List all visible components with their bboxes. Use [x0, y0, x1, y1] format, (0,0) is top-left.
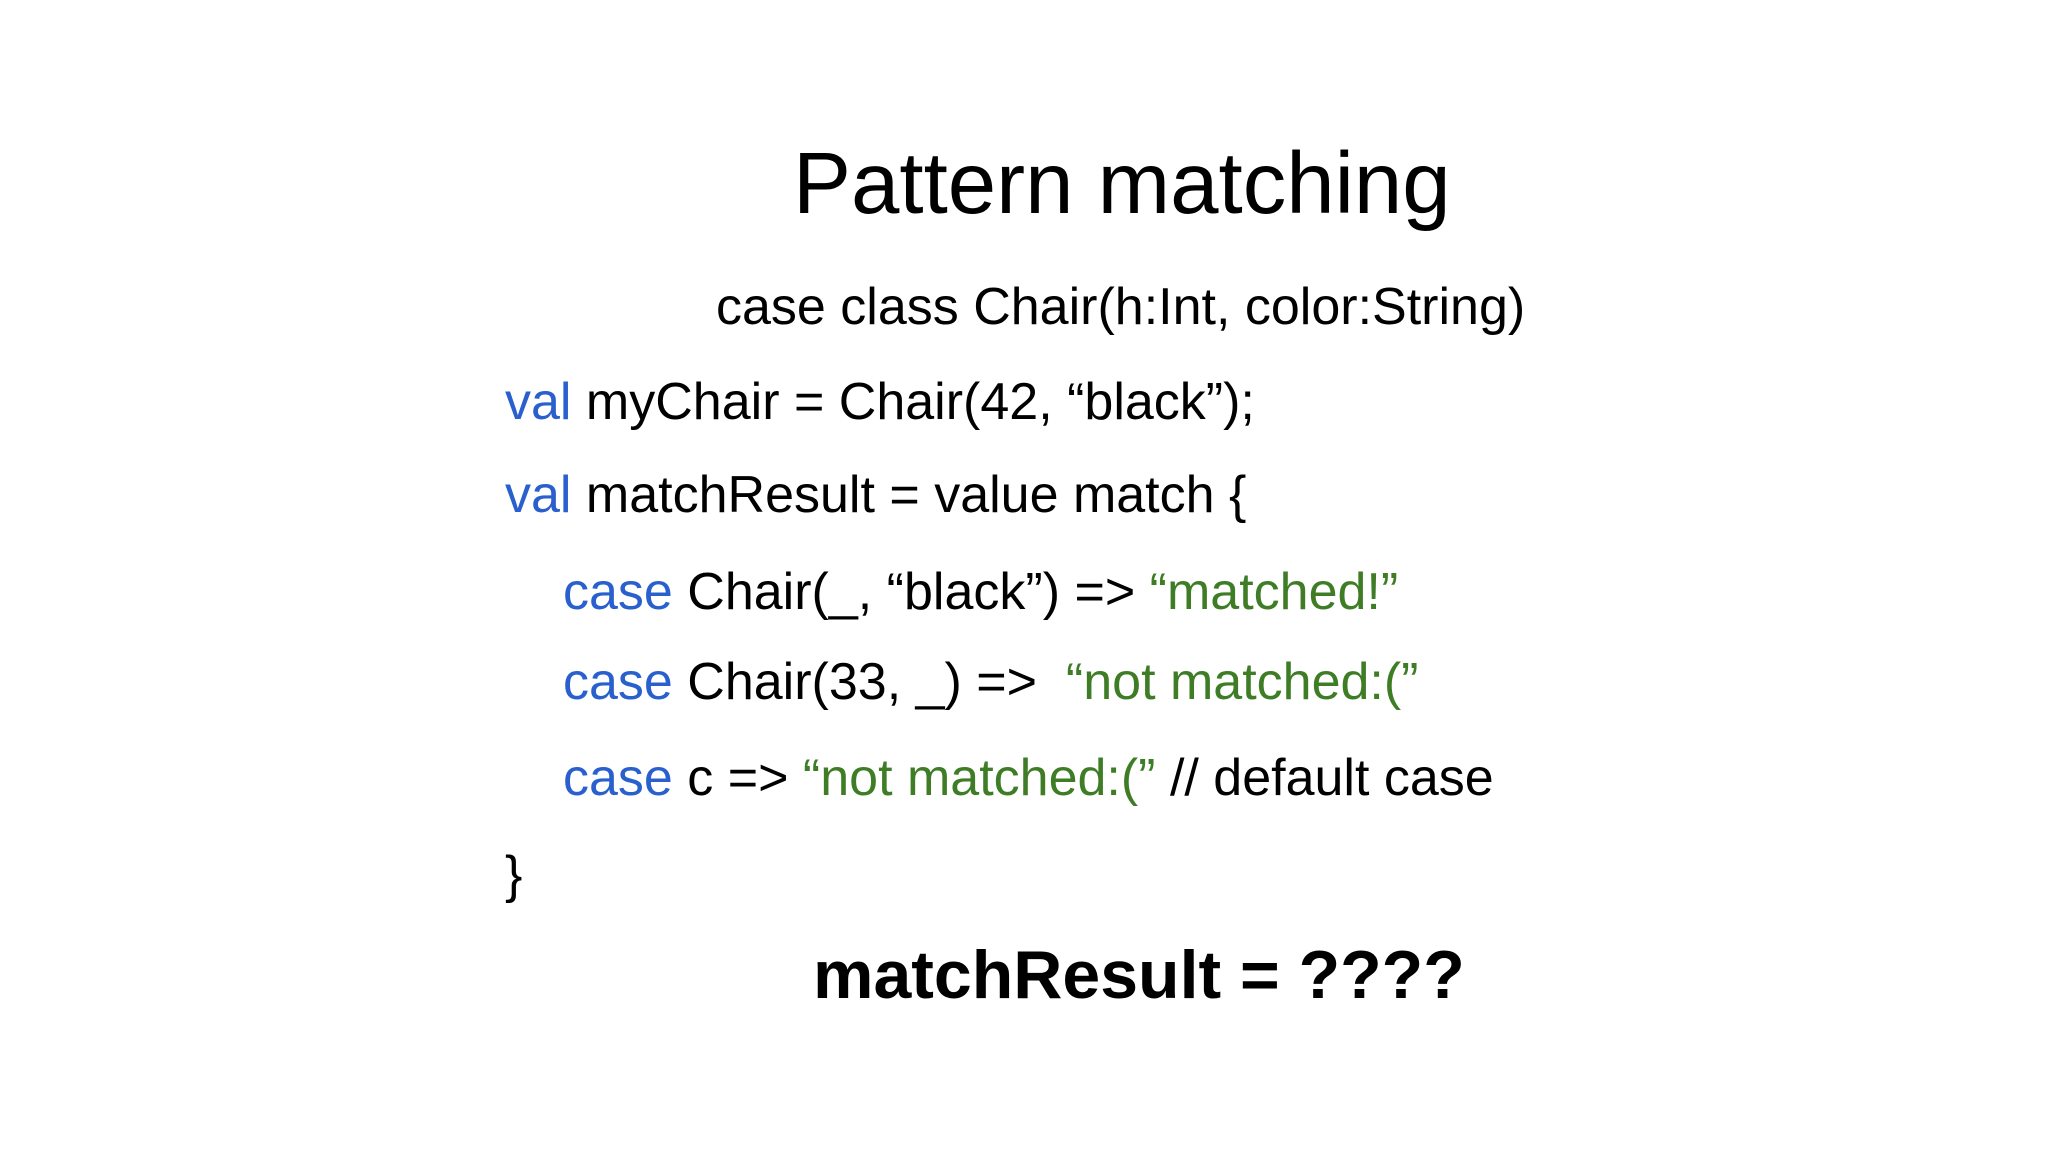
code-text: matchResult = value match { [571, 466, 1247, 524]
code-text: Chair(33, _) => [672, 653, 1066, 711]
keyword-case: case [563, 749, 673, 807]
code-line-closing-brace: } [505, 849, 522, 901]
code-text: case class Chair(h:Int, color:String) [716, 278, 1526, 336]
code-line-case-default: case c => “not matched:(” // default cas… [563, 752, 1494, 804]
code-text: c => [672, 749, 803, 807]
code-text: Chair(_, “black”) => [672, 563, 1150, 621]
string-literal-not-matched: “not matched:(” [802, 749, 1156, 807]
code-line-val-mychair: val myChair = Chair(42, “black”); [505, 376, 1255, 428]
keyword-case: case [563, 653, 673, 711]
code-text: myChair = Chair(42, “black”); [571, 373, 1255, 431]
keyword-case: case [563, 563, 673, 621]
code-line-val-matchresult: val matchResult = value match { [505, 469, 1246, 521]
inline-comment-default-case: // default case [1155, 749, 1494, 807]
string-literal-not-matched: “not matched:(” [1065, 653, 1419, 711]
keyword-val: val [505, 466, 572, 524]
string-literal-matched: “matched!” [1149, 563, 1399, 621]
slide-title: Pattern matching [793, 135, 1451, 232]
code-line-case-black: case Chair(_, “black”) => “matched!” [563, 566, 1398, 618]
code-line-case-33: case Chair(33, _) => “not matched:(” [563, 656, 1419, 708]
question-line: matchResult = ???? [813, 937, 1465, 1013]
code-line-case-class-declaration: case class Chair(h:Int, color:String) [716, 281, 1525, 333]
code-text: } [505, 846, 523, 904]
keyword-val: val [505, 373, 572, 431]
